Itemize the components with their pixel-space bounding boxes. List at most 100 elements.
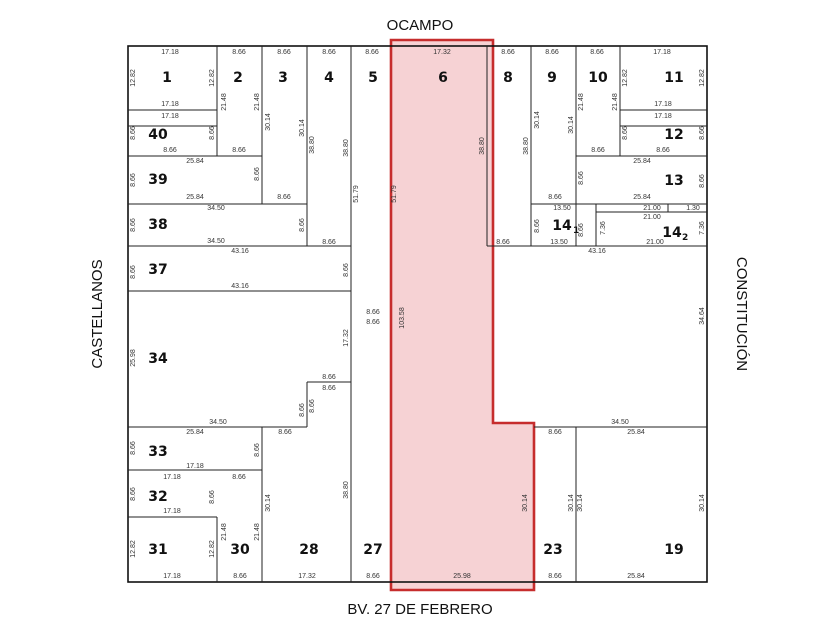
dimension-label: 25.98 [130, 349, 137, 367]
lot-2: 2 [233, 70, 243, 86]
dimension-label: 8.66 [254, 443, 261, 457]
dimension-label: 17.18 [161, 113, 179, 120]
dimension-label: 25.98 [453, 573, 471, 580]
dimension-label: 8.66 [277, 49, 291, 56]
dimension-label: 30.14 [577, 494, 584, 512]
lot-32: 32 [148, 489, 167, 505]
dimension-label: 43.16 [588, 248, 606, 255]
dimension-label: 8.66 [322, 49, 336, 56]
dimension-label: 8.66 [622, 126, 629, 140]
dimension-label: 8.66 [534, 219, 541, 233]
dimension-label: 30.14 [265, 113, 272, 131]
dimension-label: 25.84 [627, 429, 645, 436]
dimension-label: 8.66 [501, 49, 515, 56]
dimension-label: 30.14 [568, 116, 575, 134]
dimension-label: 8.66 [591, 147, 605, 154]
dimension-label: 43.16 [231, 248, 249, 255]
dimension-label: 12.82 [622, 69, 629, 87]
dimension-label: 103.58 [399, 307, 406, 329]
dimension-label: 8.66 [254, 167, 261, 181]
dimension-label: 21.00 [643, 214, 661, 221]
dimension-label: 21.00 [646, 239, 664, 246]
lot-34: 34 [148, 351, 168, 367]
dimension-label: 21.48 [254, 93, 261, 111]
dimension-label: 38.80 [523, 137, 530, 155]
lot-10: 10 [588, 70, 608, 86]
dimension-label: 12.82 [209, 69, 216, 87]
dimension-label: 8.66 [590, 49, 604, 56]
dimension-label: 17.18 [161, 49, 179, 56]
street-right: CONSTITUCIÓN [733, 257, 750, 371]
dimension-label: 8.66 [322, 239, 336, 246]
lot-9: 9 [547, 70, 557, 86]
dimension-label: 8.66 [366, 573, 380, 580]
dimension-label: 12.82 [130, 540, 137, 558]
dimension-label: 25.84 [633, 158, 651, 165]
dimension-label: 38.80 [343, 139, 350, 157]
dimension-label: 25.84 [627, 573, 645, 580]
dimension-label: 21.48 [221, 523, 228, 541]
lot-30: 30 [230, 542, 250, 558]
dimension-label: 8.66 [299, 403, 306, 417]
lot-28: 28 [299, 542, 318, 558]
lot-38: 38 [148, 217, 167, 233]
lot-13: 13 [664, 173, 683, 189]
dimension-label: 12.82 [209, 540, 216, 558]
dimension-label: 8.66 [233, 573, 247, 580]
lot-14-1: 14 [552, 218, 572, 234]
lot-33: 33 [148, 444, 167, 460]
dimension-label: 21.00 [643, 205, 661, 212]
dimension-label: 30.14 [568, 494, 575, 512]
dimension-label: 8.66 [656, 147, 670, 154]
dimension-label: 8.66 [699, 174, 706, 188]
dimension-label: 8.66 [545, 49, 559, 56]
dimension-label: 25.84 [633, 194, 651, 201]
lot-39: 39 [148, 172, 167, 188]
lot-37: 37 [148, 262, 167, 278]
lot-19: 19 [664, 542, 683, 558]
dimension-label: 8.66 [163, 147, 177, 154]
street-left: CASTELLANOS [89, 259, 106, 368]
dimension-label: 25.84 [186, 429, 204, 436]
dimension-label: 17.18 [163, 508, 181, 515]
lot-27: 27 [363, 542, 382, 558]
dimension-label: 51.79 [391, 185, 398, 203]
dimension-label: 30.14 [534, 111, 541, 129]
dimension-label: 51.79 [353, 185, 360, 203]
dimension-label: 8.66 [699, 126, 706, 140]
lot-numbers: 1 2 3 4 5 6 8 9 10 11 12 13 14 1 14 2 19… [148, 70, 688, 558]
dimension-label: 34.50 [207, 238, 225, 245]
dimension-label: 21.48 [254, 523, 261, 541]
street-top: OCAMPO [387, 17, 454, 34]
dimension-label: 8.66 [548, 429, 562, 436]
lot-12: 12 [664, 127, 683, 143]
dimension-label: 8.66 [322, 374, 336, 381]
dimension-label: 17.18 [654, 113, 672, 120]
dimension-label: 13.50 [550, 239, 568, 246]
highlighted-parcel[interactable] [389, 38, 536, 592]
dimension-label: 17.18 [163, 474, 181, 481]
dimension-label: 17.18 [653, 49, 671, 56]
dimension-label: 8.66 [366, 309, 380, 316]
dimension-label: 38.80 [343, 481, 350, 499]
dimension-label: 8.66 [130, 126, 137, 140]
dimension-label: 17.18 [654, 101, 672, 108]
dimension-label: 8.66 [130, 441, 137, 455]
dimension-label: 8.66 [309, 399, 316, 413]
lot-14-2: 14 [662, 225, 682, 241]
dimension-label: 8.66 [578, 171, 585, 185]
dimension-label: 12.82 [130, 69, 137, 87]
dimension-label: 8.66 [130, 265, 137, 279]
street-bottom: BV. 27 DE FEBRERO [347, 601, 492, 618]
lot-31: 31 [148, 542, 167, 558]
dimension-label: 8.66 [366, 319, 380, 326]
dimension-label: 8.66 [578, 223, 585, 237]
lot-23: 23 [543, 542, 562, 558]
dimension-label: 8.66 [548, 194, 562, 201]
dimension-label: 34.64 [699, 307, 706, 325]
dimension-label: 17.32 [298, 573, 316, 580]
dimension-label: 34.50 [209, 419, 227, 426]
dimension-label: 8.66 [209, 490, 216, 504]
lot-6: 6 [438, 70, 448, 86]
